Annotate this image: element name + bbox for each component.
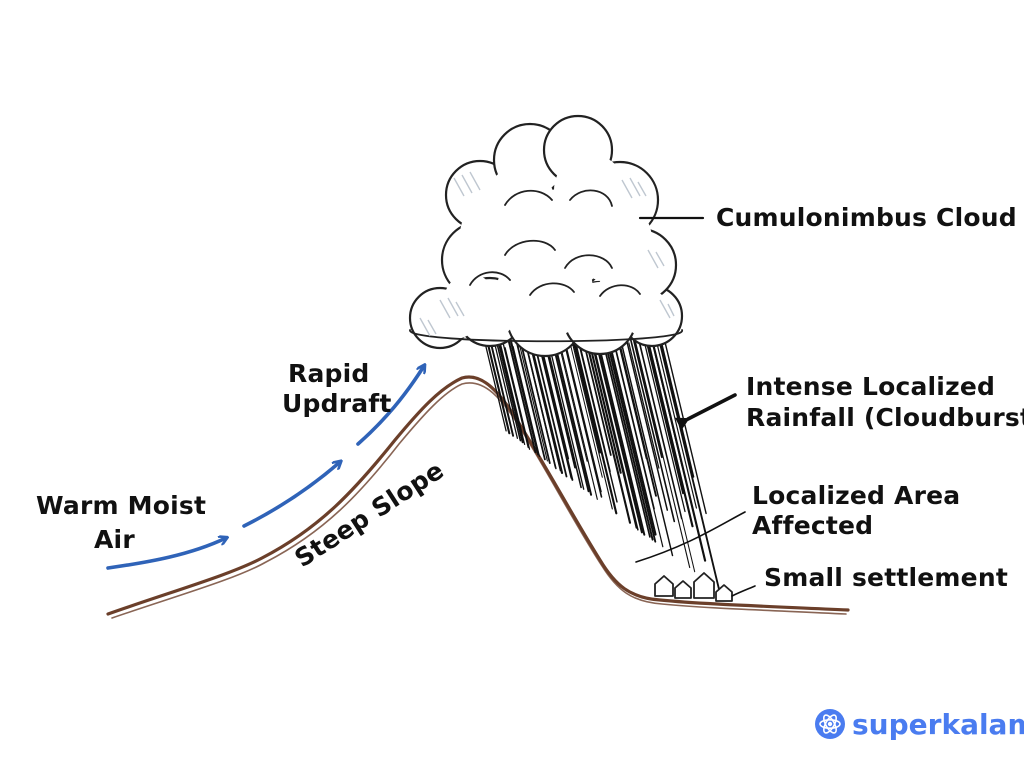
rain-streak bbox=[582, 338, 612, 456]
rain-streak bbox=[659, 342, 721, 591]
leader-lines bbox=[635, 216, 756, 597]
rain-streak bbox=[593, 346, 639, 531]
rain-streak bbox=[648, 346, 694, 528]
rain-streak bbox=[655, 339, 697, 509]
rain-streak bbox=[564, 339, 602, 493]
rain-streak bbox=[515, 339, 546, 461]
rain-streak bbox=[492, 336, 519, 439]
rain-streak bbox=[562, 335, 603, 498]
rain-streak bbox=[574, 343, 618, 515]
label-area-line1: Localized Area bbox=[752, 481, 960, 510]
rain-streak bbox=[530, 344, 564, 474]
rain-streak bbox=[625, 337, 669, 511]
rain-streak bbox=[643, 338, 686, 513]
rain-streak bbox=[546, 345, 582, 489]
rain-streak bbox=[486, 341, 511, 435]
rain-streak bbox=[628, 342, 660, 469]
label-settlement: Small settlement bbox=[764, 563, 1008, 592]
rain-streak bbox=[645, 341, 684, 495]
rain-streak bbox=[612, 337, 664, 548]
rain-streak bbox=[568, 337, 603, 478]
rain-streak bbox=[595, 343, 643, 534]
brand-logo: superkalam bbox=[815, 708, 1024, 741]
rain-streak bbox=[579, 346, 611, 473]
rain-streak bbox=[543, 340, 577, 469]
rain-streak bbox=[585, 339, 632, 524]
rain-streak bbox=[534, 345, 568, 478]
label-air-line1: Warm Moist bbox=[36, 491, 206, 520]
label-rainfall-line2: Rainfall (Cloudburst) bbox=[746, 403, 1024, 432]
rain-streak bbox=[588, 340, 622, 474]
rain-streak bbox=[494, 337, 522, 442]
rain-streak bbox=[559, 345, 598, 500]
rain-streak bbox=[606, 340, 657, 543]
rain-streak bbox=[525, 345, 557, 470]
rain-streak bbox=[652, 343, 707, 562]
settlement-houses bbox=[654, 572, 733, 602]
label-updraft-line2: Updraft bbox=[282, 389, 392, 418]
rain-streaks bbox=[484, 335, 721, 591]
rain-streak bbox=[517, 338, 548, 462]
rain-streak bbox=[504, 347, 531, 450]
rain-streak bbox=[629, 338, 676, 523]
rain-streak bbox=[499, 340, 526, 446]
rain-streak bbox=[618, 342, 657, 497]
rain-streak bbox=[540, 346, 570, 460]
label-cumulonimbus-cloud: Cumulonimbus Cloud bbox=[716, 203, 1017, 232]
cumulonimbus-cloud bbox=[408, 114, 684, 358]
rain-streak bbox=[548, 344, 585, 490]
rain-streak bbox=[578, 342, 618, 503]
rain-streak bbox=[637, 338, 683, 520]
rain-streak bbox=[550, 336, 590, 493]
rain-streak bbox=[572, 340, 602, 454]
rain-streak bbox=[489, 339, 515, 437]
rain-streak bbox=[601, 336, 651, 538]
rain-streak bbox=[507, 339, 537, 454]
rain-streak bbox=[631, 335, 663, 459]
rain-streak bbox=[621, 346, 674, 557]
rain-streak bbox=[664, 342, 707, 515]
rain-streak bbox=[613, 341, 655, 510]
rain-streak bbox=[554, 345, 593, 496]
atom-logo-icon bbox=[815, 709, 845, 739]
rain-streak bbox=[639, 344, 696, 573]
rain-streak bbox=[509, 339, 540, 456]
rain-streak bbox=[496, 335, 524, 444]
rain-streak bbox=[607, 339, 657, 536]
rain-streak bbox=[570, 336, 613, 510]
rain-streak bbox=[556, 335, 588, 462]
brand-name: superkalam bbox=[852, 708, 1024, 741]
updraft-arrows bbox=[106, 366, 424, 570]
label-updraft-line1: Rapid bbox=[288, 359, 369, 388]
rain-streak bbox=[660, 342, 695, 478]
rain-streak bbox=[538, 339, 574, 481]
label-air-line2: Air bbox=[94, 525, 135, 554]
rain-streak bbox=[484, 342, 507, 432]
rain-streak bbox=[598, 346, 646, 536]
label-rainfall-line1: Intense Localized bbox=[746, 372, 995, 401]
label-area-line2: Affected bbox=[752, 511, 873, 540]
rain-streak bbox=[502, 341, 529, 448]
rain-streak bbox=[519, 340, 551, 464]
rain-streak bbox=[635, 342, 691, 569]
rain-streak bbox=[590, 341, 638, 529]
rain-streak bbox=[512, 345, 541, 458]
mountain-slope bbox=[106, 375, 850, 619]
rain-streak bbox=[603, 339, 654, 541]
